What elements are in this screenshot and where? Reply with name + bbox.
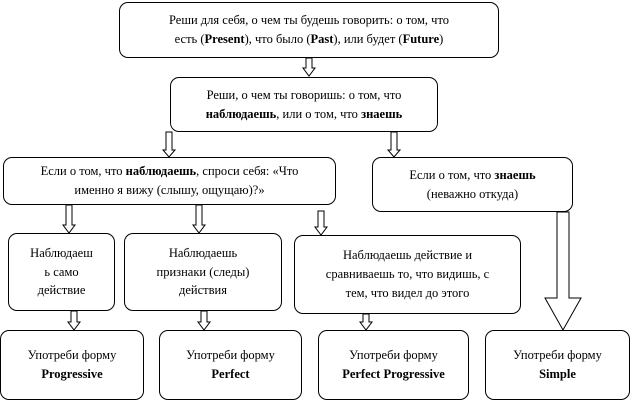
root-line-1: Реши для себя, о чем ты будешь говорить:… xyxy=(169,13,449,28)
observe-line-1: Если о том, что наблюдаешь, спроси себя:… xyxy=(40,164,299,179)
observe-action-box: Наблюдаеш ь само действие xyxy=(8,233,115,311)
perfect-result-box: Употреби форму Perfect xyxy=(159,330,302,400)
signs-line-1: Наблюдаешь xyxy=(168,245,238,260)
know-line-1: Если о том, что знаешь xyxy=(409,167,536,182)
arrow-decide-to-know xyxy=(386,131,402,158)
arrow-observe-to-action xyxy=(62,204,76,234)
decide-line-1: Реши, о чем ты говоришь: о том, что xyxy=(206,87,402,102)
simple-line-1: Употреби форму xyxy=(513,348,602,363)
compare-line-2: сравниваешь то, что видишь, с xyxy=(325,267,490,282)
arrow-observe-to-compare xyxy=(314,210,328,236)
decide-line-2: наблюдаешь, или о том, что знаешь xyxy=(205,106,403,121)
root-line-2: есть (Present), что было (Past), или буд… xyxy=(174,32,444,46)
future-label: Future xyxy=(402,32,440,46)
past-label: Past xyxy=(310,32,334,46)
simple-form-label: Simple xyxy=(539,367,576,381)
know-line-2: (неважно откуда) xyxy=(426,186,519,201)
action-line-2: ь само xyxy=(44,264,79,279)
observe-line-2: именно я вижу (слышу, ощущаю)?» xyxy=(74,183,265,197)
action-line-1: Наблюдаеш xyxy=(30,245,93,260)
signs-line-3: действия xyxy=(179,283,227,298)
action-line-3: действие xyxy=(37,283,86,298)
arrow-root-to-decide xyxy=(302,57,316,77)
observe-question-box: Если о том, что наблюдаешь, спроси себя:… xyxy=(3,157,336,205)
perfect-progressive-form-label: Perfect Progressive xyxy=(342,367,445,381)
root-decision-box: Реши для себя, о чем ты будешь говорить:… xyxy=(119,2,499,58)
arrow-action-to-progressive xyxy=(67,310,81,331)
observe-or-know-box: Реши, о чем ты говоришь: о том, что набл… xyxy=(170,77,438,132)
arrow-decide-to-observe xyxy=(161,131,177,158)
observe-compare-box: Наблюдаешь действие и сравниваешь то, чт… xyxy=(294,235,521,314)
arrow-signs-to-perfect xyxy=(197,310,211,331)
perfect-form-label: Perfect xyxy=(211,367,250,381)
progressive-form-label: Progressive xyxy=(41,367,103,381)
progressive-result-box: Употреби форму Progressive xyxy=(0,330,144,400)
present-label: Present xyxy=(204,32,245,46)
arrow-observe-to-signs xyxy=(192,204,206,234)
signs-line-2: признаки (следы) xyxy=(156,264,250,279)
know-box: Если о том, что знаешь (неважно откуда) xyxy=(372,157,573,212)
perfect-progressive-result-box: Употреби форму Perfect Progressive xyxy=(318,330,469,400)
arrow-compare-to-perfect-progressive xyxy=(359,313,373,331)
compare-line-3: тем, что видел до этого xyxy=(345,285,470,300)
compare-line-1: Наблюдаешь действие и xyxy=(342,248,473,263)
simple-result-box: Употреби форму Simple xyxy=(485,330,630,400)
perfect-line-1: Употреби форму xyxy=(186,348,275,363)
arrow-know-to-simple xyxy=(544,211,582,332)
progressive-line-1: Употреби форму xyxy=(27,348,117,363)
perfect-progressive-line-1: Употреби форму xyxy=(349,348,438,363)
observe-signs-box: Наблюдаешь признаки (следы) действия xyxy=(124,233,282,311)
